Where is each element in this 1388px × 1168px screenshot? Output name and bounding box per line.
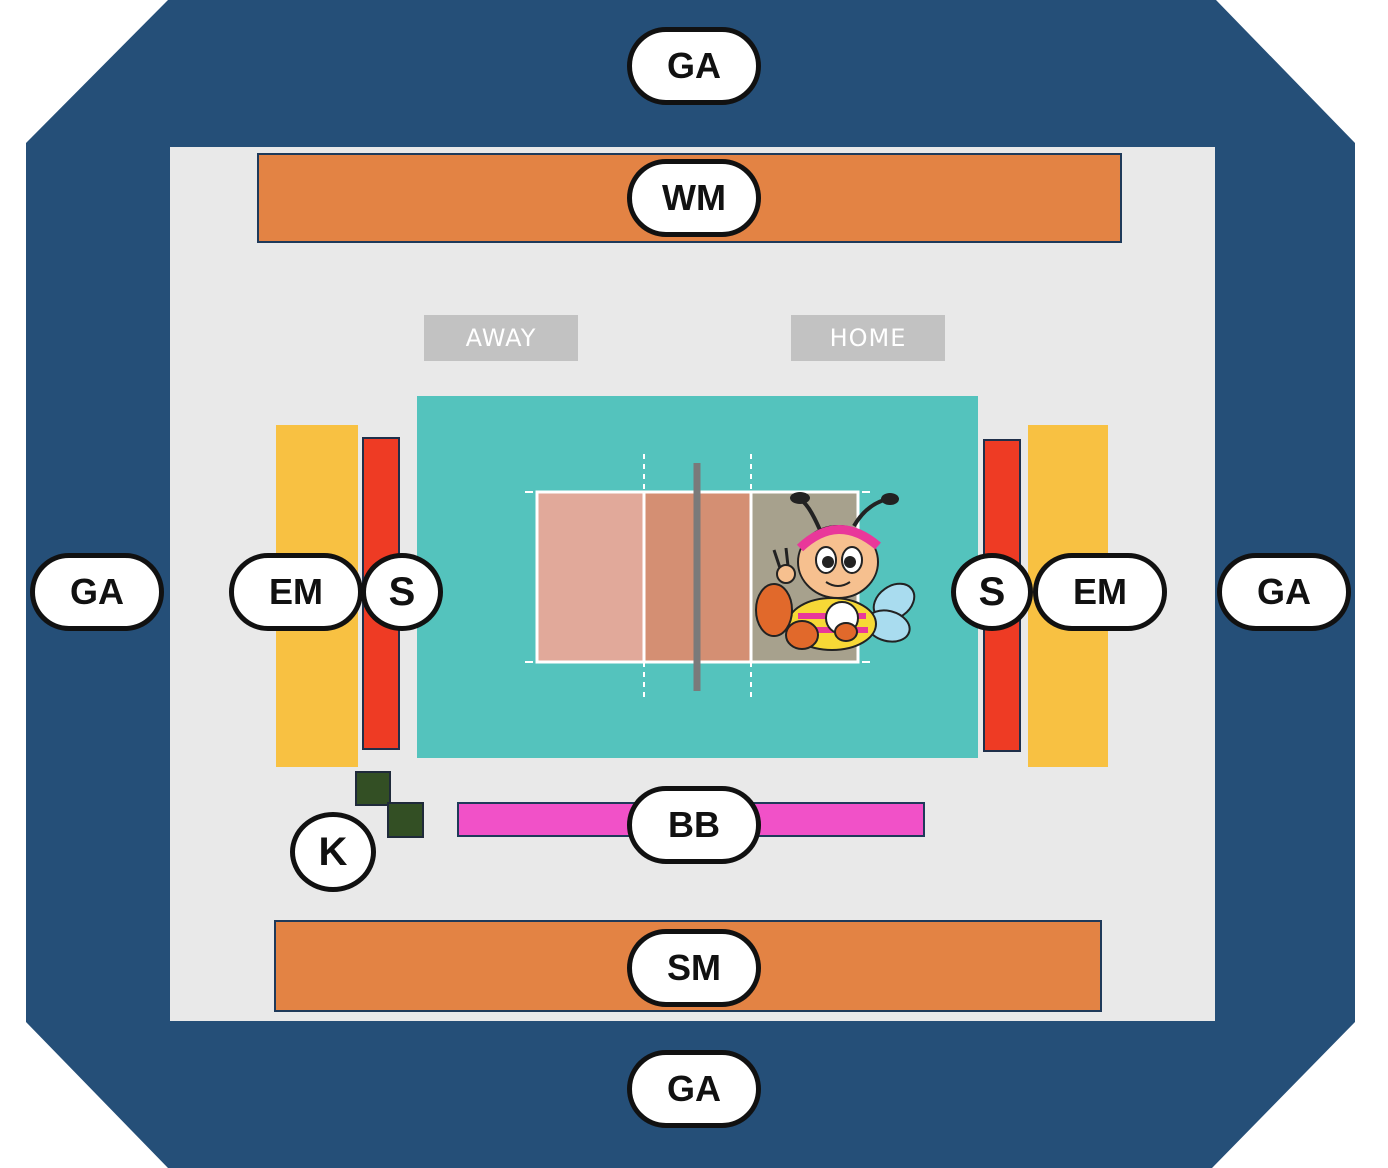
bee-mascot-icon [755,492,916,651]
away-label: AWAY [424,315,578,361]
ga-badge-left: GA [30,553,164,631]
court-back-zone-away [537,492,644,662]
s-badge-right: S [951,553,1033,631]
em-badge-left: EM [229,553,363,631]
sm-badge: SM [627,929,761,1007]
volleyball-court [417,396,978,758]
bb-badge: BB [627,786,761,864]
k-badge: K [290,812,376,892]
ga-badge-bottom: GA [627,1050,761,1128]
em-badge-right: EM [1033,553,1167,631]
ga-badge-top: GA [627,27,761,105]
s-badge-left: S [361,553,443,631]
k-box-lower [387,802,424,838]
k-box-upper [355,771,391,806]
home-label: HOME [791,315,945,361]
ga-badge-right: GA [1217,553,1351,631]
wm-badge: WM [627,159,761,237]
